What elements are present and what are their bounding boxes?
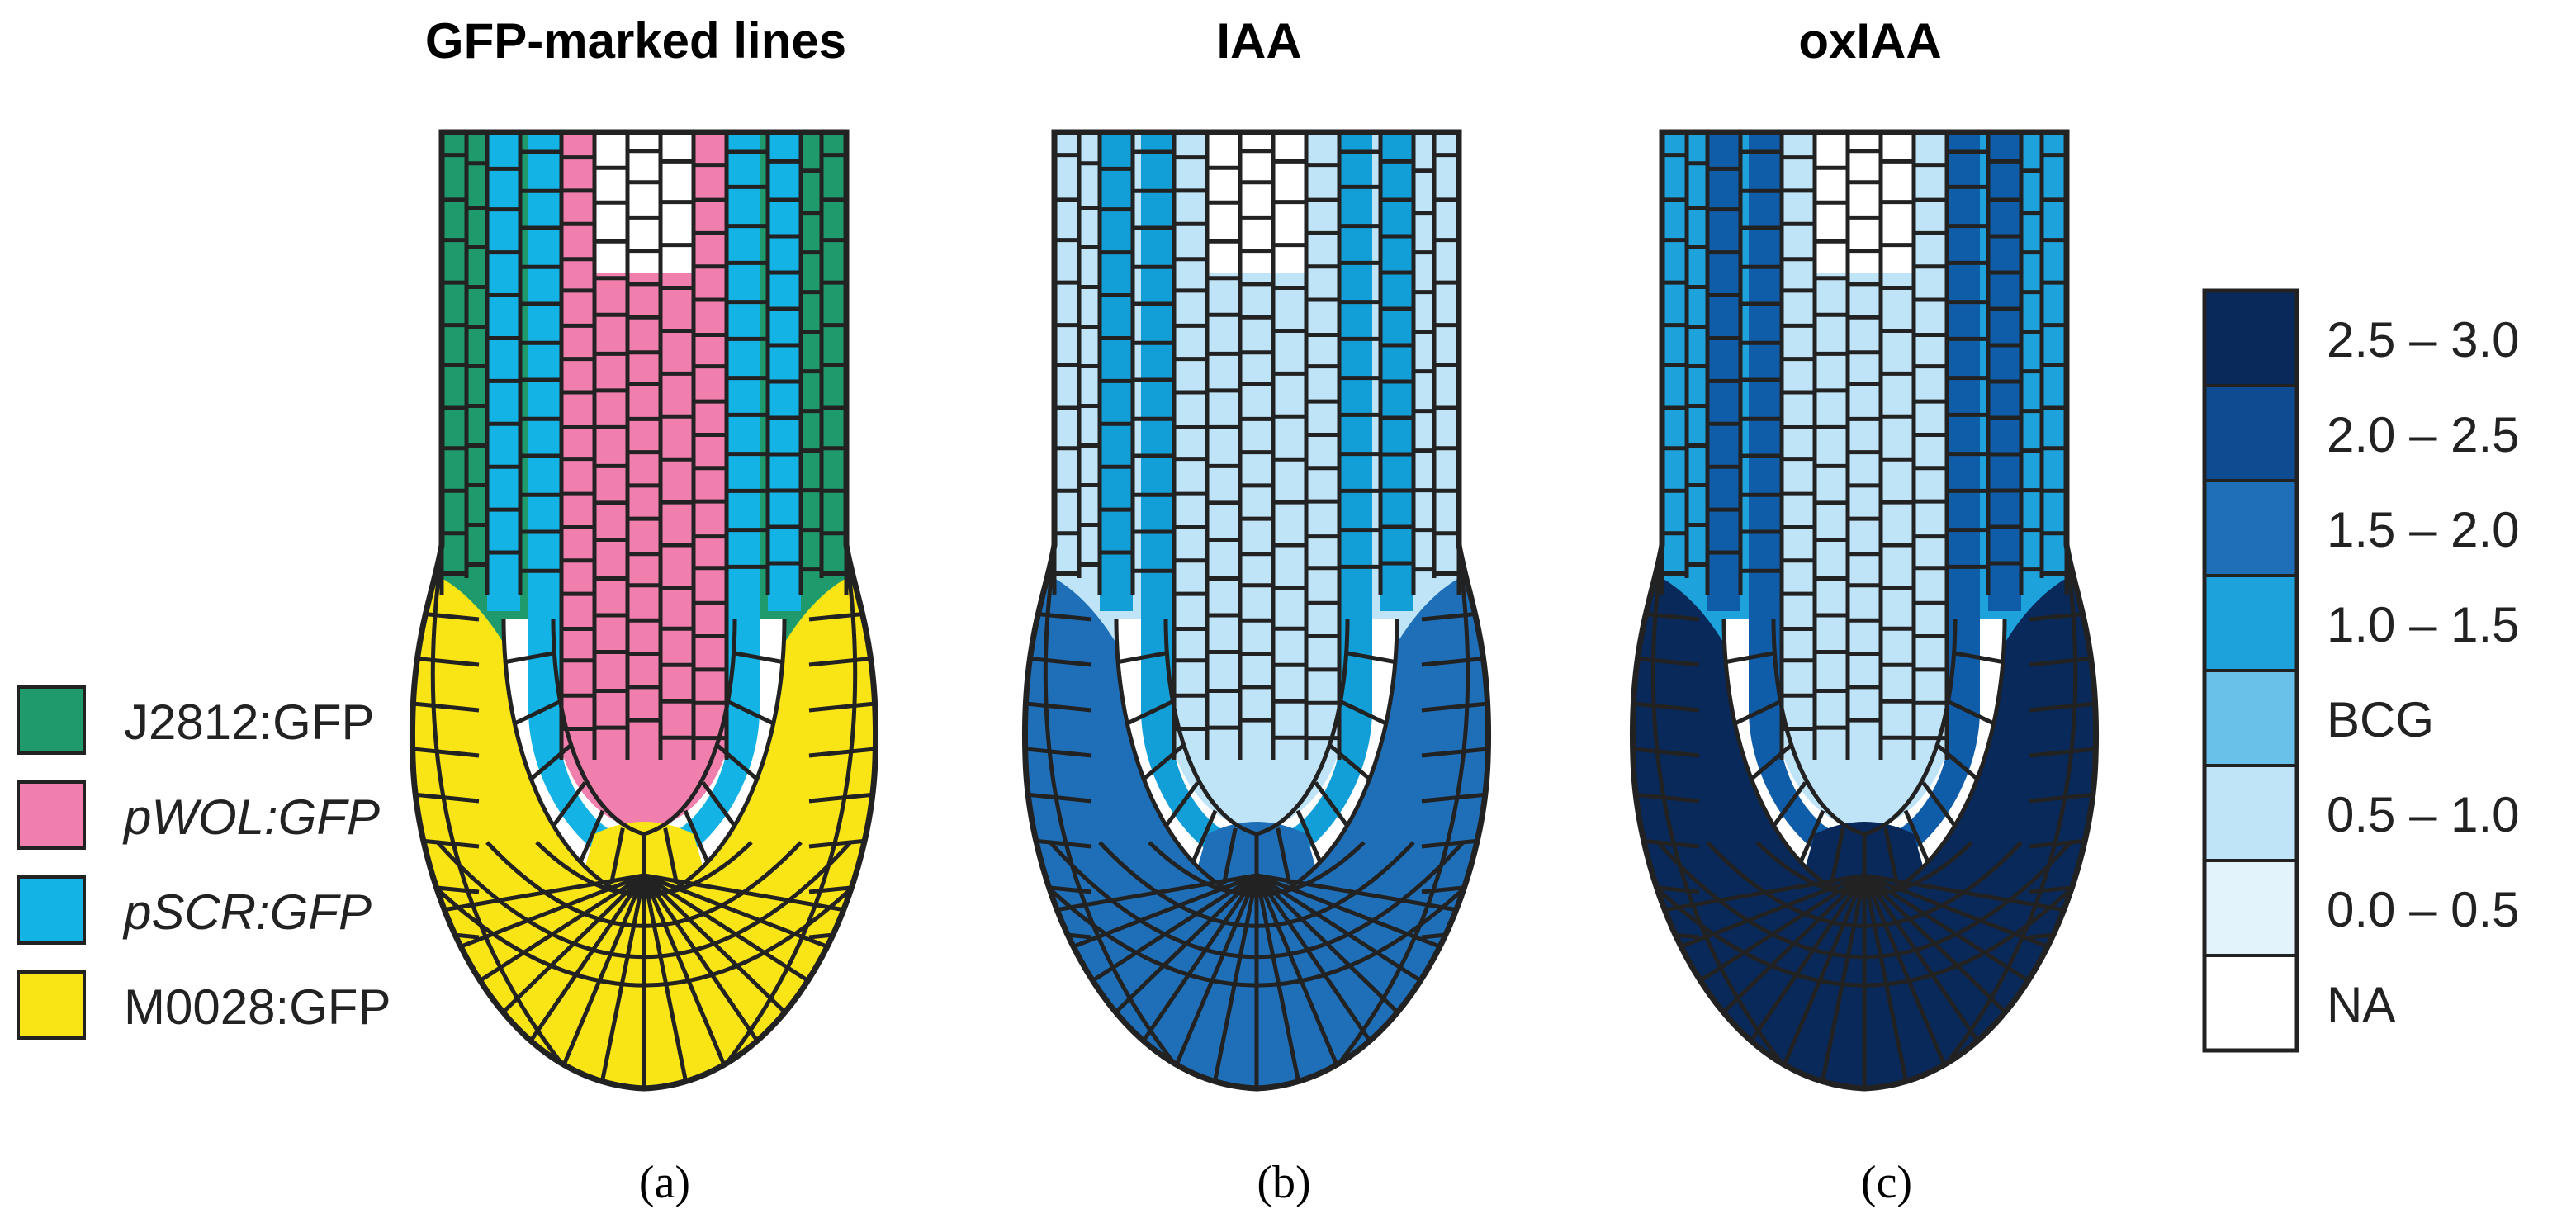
legend-label-pwol: pWOL:GFP (122, 789, 380, 845)
root-diagram-c (1629, 129, 2100, 1092)
panel-a-title: GFP-marked lines (425, 13, 846, 69)
panel-a-caption: (a) (639, 1157, 690, 1208)
legend-item-pscr: pSCR:GFP (17, 875, 372, 945)
scale-label-na: NA (2327, 977, 2395, 1032)
gfp-legend: J2812:GFP pWOL:GFP pSCR:GFP M0028:GFP (17, 685, 391, 1040)
scale-box-na (2203, 954, 2299, 1052)
panel-b-title: IAA (1216, 13, 1301, 69)
panel-c-caption: (c) (1861, 1157, 1912, 1208)
scale-label-2-0-2-5: 2.0 – 2.5 (2327, 407, 2520, 462)
legend-swatch-pscr (17, 875, 86, 945)
panel-c-title: oxIAA (1798, 13, 1941, 69)
scale-frame (2202, 288, 2299, 1053)
legend-item-m0028: M0028:GFP (17, 970, 391, 1040)
legend-item-pwol: pWOL:GFP (17, 780, 380, 850)
scale-box-2-5-3-0 (2203, 289, 2299, 387)
legend-swatch-pwol (17, 780, 86, 850)
scale-label-bcg: BCG (2327, 692, 2434, 747)
scale-label-0-0-0-5: 0.0 – 0.5 (2327, 882, 2520, 937)
scale-box-2-0-2-5 (2203, 384, 2299, 482)
panel-b-caption: (b) (1257, 1157, 1310, 1208)
scale-box-bcg (2203, 669, 2299, 767)
legend-label-m0028: M0028:GFP (124, 979, 391, 1035)
root-diagram-b (1021, 129, 1492, 1092)
scale-label-2-5-3-0: 2.5 – 3.0 (2327, 312, 2520, 367)
scale-box-1-5-2-0 (2203, 479, 2299, 577)
scale-box-1-0-1-5 (2203, 574, 2299, 672)
scale-label-0-5-1-0: 0.5 – 1.0 (2327, 787, 2520, 842)
legend-label-j2812: J2812:GFP (124, 695, 375, 750)
root-diagram-a (409, 129, 879, 1092)
legend-label-pscr: pSCR:GFP (122, 884, 372, 940)
scale-label-1-5-2-0: 1.5 – 2.0 (2327, 502, 2520, 557)
legend-swatch-j2812 (17, 685, 86, 755)
legend-swatch-m0028 (17, 970, 86, 1040)
legend-item-j2812: J2812:GFP (17, 685, 375, 755)
color-scale: 2.5 – 3.0 2.0 – 2.5 1.5 – 2.0 1.0 – 1.5 … (2202, 288, 2520, 1053)
scale-label-1-0-1-5: 1.0 – 1.5 (2327, 597, 2520, 652)
scale-box-0-5-1-0 (2203, 764, 2299, 862)
scale-box-0-0-0-5 (2203, 859, 2299, 957)
